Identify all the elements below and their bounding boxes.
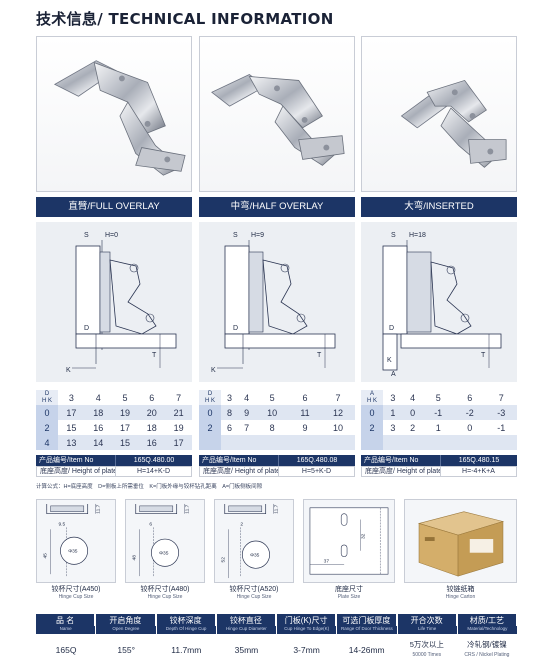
spec-table-row: 165Q 155° 11.7mm 35mm 3-7mm 14-26mm 5万次以…	[36, 636, 517, 664]
svg-text:D: D	[233, 325, 238, 332]
diagram-s-label: S	[84, 232, 89, 239]
svg-text:Φ35: Φ35	[250, 553, 260, 559]
hinge-carton-image	[404, 499, 517, 583]
svg-text:9.5: 9.5	[58, 521, 65, 527]
cup-drawing-a520: 11.7 2 Φ35 52	[214, 499, 294, 583]
label-full-overlay: 直臂/FULL OVERLAY	[36, 197, 192, 217]
plate-size-drawing: 32 37	[303, 499, 395, 583]
formula-note: 计算公式：H=底座高度 D=侧板上所需垂位 K=门板外缘与铰杯钻孔距离 A=门板…	[36, 484, 263, 490]
spec-value-door-thickness: 14-26mm	[348, 645, 385, 655]
label-inserted: 大弯/INSERTED	[361, 197, 517, 217]
diagram-half-overlay: S H=9 D K T	[199, 222, 355, 382]
cup-drawing-a480: 11.7 6 Φ35 48	[125, 499, 205, 583]
svg-text:11.7: 11.7	[184, 504, 190, 513]
label-half-overlay: 中弯/HALF OVERLAY	[199, 197, 355, 217]
svg-text:K: K	[66, 367, 71, 374]
svg-text:D: D	[84, 325, 89, 332]
caption-cup-a450: 铰杯尺寸(A450)Hinge Cup Size	[51, 586, 101, 600]
svg-text:37: 37	[324, 558, 330, 564]
svg-text:2: 2	[240, 521, 243, 527]
diagram-h-label: H=0	[105, 232, 118, 239]
table-row	[361, 435, 517, 450]
svg-text:6: 6	[149, 521, 152, 527]
svg-text:52: 52	[221, 557, 227, 563]
svg-text:T: T	[152, 352, 157, 359]
svg-text:11.7: 11.7	[95, 504, 101, 513]
spec-value-name: 165Q	[55, 645, 77, 655]
svg-text:A: A	[391, 371, 396, 378]
hinge-photo-inserted	[361, 36, 517, 192]
svg-text:S: S	[233, 232, 238, 239]
svg-text:K: K	[387, 357, 392, 364]
svg-text:48: 48	[132, 555, 138, 561]
diagram-full-overlay: S H=0 D K T	[36, 222, 192, 382]
caption-cup-a520: 铰杯尺寸(A520)Hinge Cup Size	[229, 586, 279, 600]
svg-text:H=18: H=18	[409, 232, 426, 239]
svg-text:11.7: 11.7	[273, 504, 279, 513]
svg-text:S: S	[391, 232, 396, 239]
spec-value-cup-depth: 11.7mm	[171, 645, 202, 655]
cup-drawing-a450: 11.7 9.5 Φ35 45	[36, 499, 116, 583]
svg-text:Φ35: Φ35	[68, 549, 78, 555]
svg-text:D: D	[389, 325, 394, 332]
svg-text:T: T	[481, 352, 486, 359]
spec-value-cup-diameter: 35mm	[234, 645, 259, 655]
caption-cup-a480: 铰杯尺寸(A480)Hinge Cup Size	[140, 586, 190, 600]
svg-text:45: 45	[43, 553, 49, 559]
svg-text:H=9: H=9	[251, 232, 264, 239]
spec-value-open-degree: 155°	[117, 645, 135, 655]
hinge-photo-full-overlay	[36, 36, 192, 192]
svg-text:T: T	[317, 352, 322, 359]
svg-text:Φ35: Φ35	[159, 551, 169, 557]
page-title: 技术信息/ TECHNICAL INFORMATION	[36, 10, 334, 28]
spec-value-door-k: 3-7mm	[293, 645, 320, 655]
svg-text:32: 32	[361, 533, 367, 539]
table-row	[199, 435, 355, 450]
svg-text:K: K	[211, 367, 216, 374]
diagram-inserted: S H=18 D K A T	[361, 222, 517, 382]
hinge-photo-half-overlay	[199, 36, 355, 192]
